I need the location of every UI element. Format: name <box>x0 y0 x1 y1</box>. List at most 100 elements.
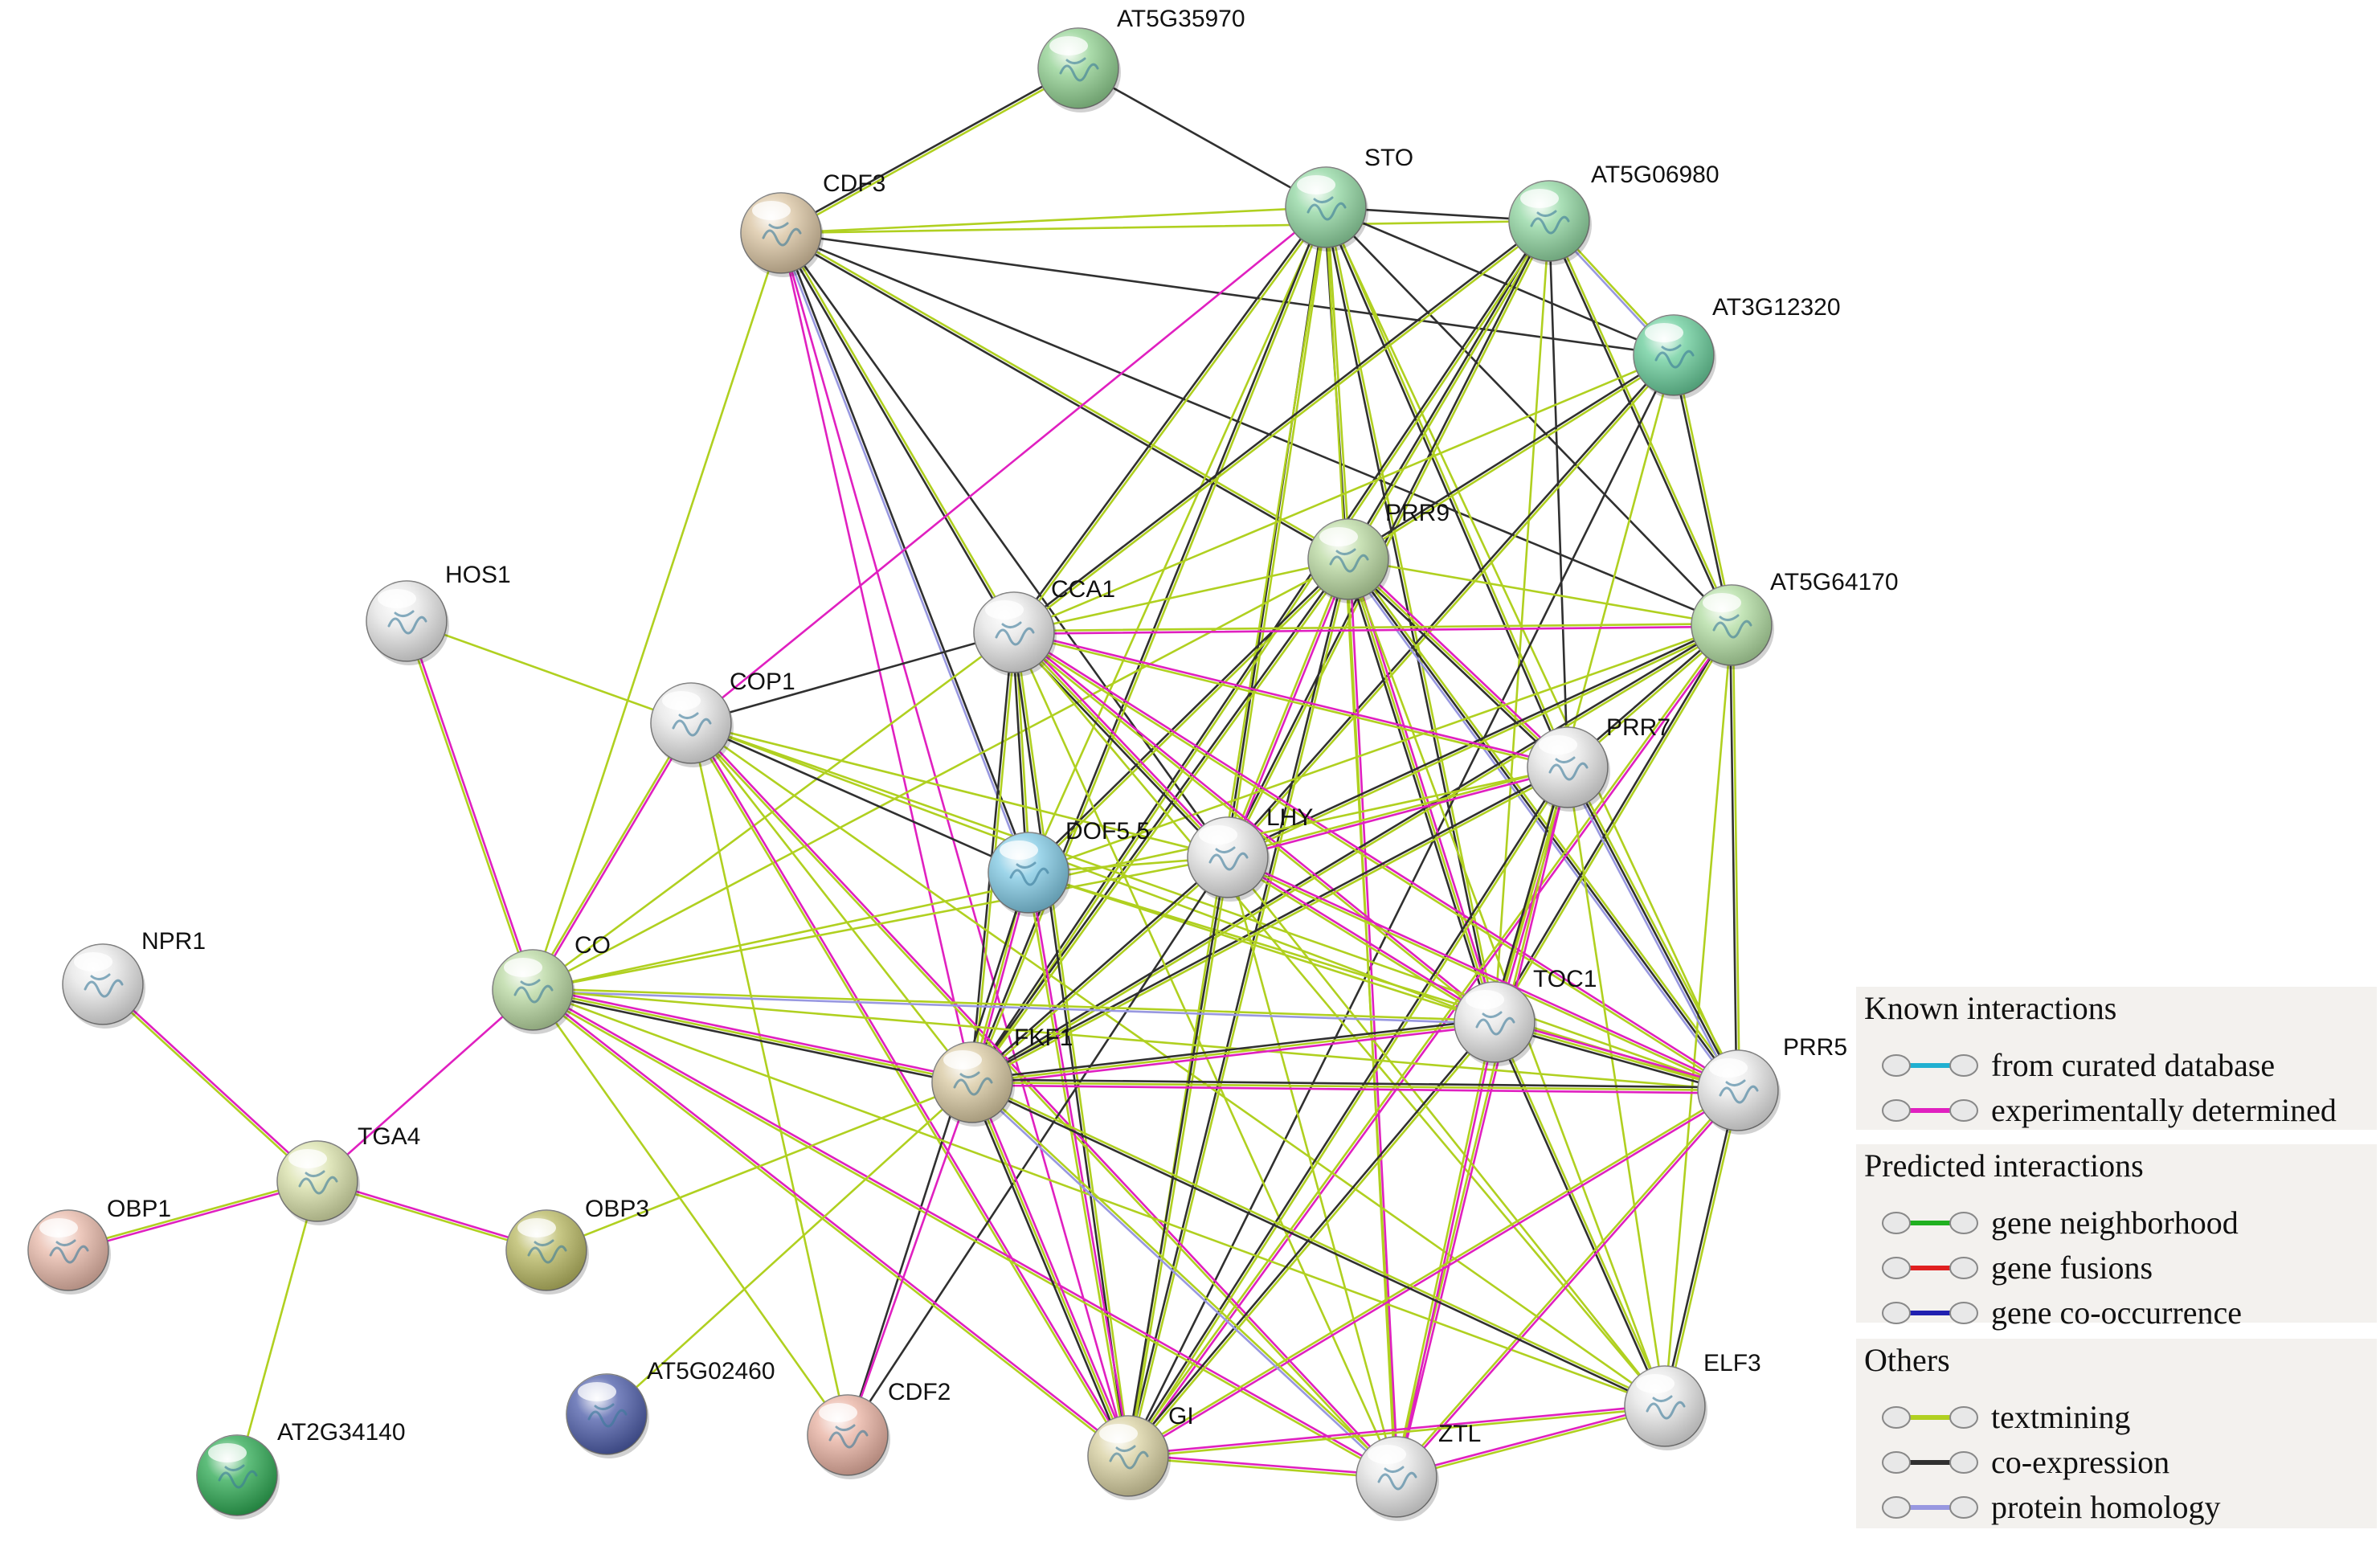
edge-AT5G64170-CCA1-experimental <box>1012 625 1733 636</box>
edge-LHY-ELF3-textmining <box>1226 856 1666 1408</box>
legend-item-label: protein homology <box>1991 1489 2221 1525</box>
edge-TGA4-AT2G34140-textmining <box>235 1180 319 1477</box>
protein-structure-icon <box>1329 548 1369 573</box>
edge-AT5G64170-TOC1-textmining <box>1495 624 1734 1025</box>
edge-AT5G35970-CDF3-textmining <box>780 68 1081 235</box>
edge-CCA1-LHY-textmining <box>1012 631 1229 859</box>
node-PRR9[interactable]: PRR9 <box>1307 500 1450 603</box>
node-label: CO <box>575 932 611 959</box>
legend-node-icon <box>1882 1099 1911 1122</box>
node-label: HOS1 <box>445 562 511 588</box>
edge-PRR9-PRR5-textmining <box>1349 556 1742 1090</box>
node-CCA1[interactable]: CCA1 <box>973 576 1115 677</box>
protein-structure-icon <box>1548 756 1589 781</box>
node-AT5G64170[interactable]: AT5G64170 <box>1691 569 1899 669</box>
node-STO[interactable]: STO <box>1285 145 1413 252</box>
legend-item: from curated database <box>1882 1047 2275 1083</box>
edge-COP1-CDF2-textmining <box>689 722 849 1437</box>
node-CO[interactable]: CO <box>492 932 611 1034</box>
edge-CDF3-DOF5.5-homology <box>778 232 1028 874</box>
protein-structure-icon <box>387 610 427 635</box>
node-DOF5.5[interactable]: DOF5.5 <box>988 818 1150 917</box>
node-label: GI <box>1168 1403 1194 1430</box>
node-CDF2[interactable]: CDF2 <box>807 1379 951 1479</box>
legend-node-icon <box>1949 1406 1978 1429</box>
node-ELF3[interactable]: ELF3 <box>1624 1350 1761 1450</box>
node-PRR5[interactable]: PRR5 <box>1697 1034 1847 1135</box>
node-CDF3[interactable]: CDF3 <box>740 170 885 277</box>
edge-AT5G06980-CCA1-coexpression <box>1012 219 1550 632</box>
edge-DOF5.5-CDF2-coexpression <box>846 871 1030 1437</box>
edge-AT3G12320-AT5G64170-textmining <box>1674 354 1735 626</box>
edge-PRR9-ZTL-textmining <box>1345 558 1397 1479</box>
edge-CCA1-GI-coexpression <box>1011 631 1128 1458</box>
node-AT3G12320[interactable]: AT3G12320 <box>1633 294 1841 399</box>
edge-FKF1-GI-textmining <box>971 1081 1130 1458</box>
protein-structure-icon <box>1719 1079 1759 1104</box>
node-LHY[interactable]: LHY <box>1187 804 1313 902</box>
node-GI[interactable]: GI <box>1087 1403 1194 1500</box>
edge-COP1-PRR5-textmining <box>689 722 1740 1092</box>
edge-DOF5.5-GI-textmining <box>1025 872 1128 1458</box>
node-NPR1[interactable]: NPR1 <box>62 928 206 1029</box>
node-TOC1[interactable]: TOC1 <box>1454 966 1597 1066</box>
edge-PRR9-LHY-experimental <box>1228 558 1351 859</box>
legend-item: experimentally determined <box>1882 1092 2337 1128</box>
node-AT5G06980[interactable]: AT5G06980 <box>1508 162 1720 265</box>
edge-STO-PRR7-textmining <box>1326 205 1570 768</box>
legend-group-title: Predicted interactions <box>1864 1147 2144 1184</box>
edge-LHY-ZTL-textmining <box>1226 856 1398 1479</box>
edge-CDF3-DOF5.5-coexpression <box>781 231 1031 873</box>
edge-DOF5.5-GI-experimental <box>1028 871 1131 1457</box>
protein-structure-icon <box>1307 196 1347 221</box>
node-COP1[interactable]: COP1 <box>650 669 795 767</box>
node-PRR7[interactable]: PRR7 <box>1527 714 1670 812</box>
edge-FKF1-ZTL-homology <box>970 1082 1397 1479</box>
legend-item-label: textmining <box>1991 1399 2130 1435</box>
protein-structure-icon <box>1475 1011 1515 1036</box>
edge-TOC1-PRR5-coexpression <box>1492 1024 1739 1094</box>
edge-ZTL-ELF3-textmining <box>1396 1406 1666 1479</box>
edge-TOC1-FKF1-textmining <box>971 1021 1496 1084</box>
protein-structure-icon <box>1654 344 1695 369</box>
edge-CCA1-TOC1-experimental <box>1013 630 1497 1022</box>
edge-PRR9-CO-textmining <box>531 558 1350 992</box>
edge-TOC1-PRR5-experimental <box>1494 1018 1740 1089</box>
legend-node-icon <box>1882 1451 1911 1474</box>
edge-LHY-TOC1-textmining <box>1225 857 1495 1025</box>
edge-AT3G12320-GI-coexpression <box>1127 354 1675 1458</box>
node-AT5G35970[interactable]: AT5G35970 <box>1037 6 1245 112</box>
node-label: OBP3 <box>585 1196 649 1222</box>
node-OBP3[interactable]: OBP3 <box>505 1196 649 1295</box>
edge-FKF1-GI-coexpression <box>968 1082 1127 1458</box>
edge-AT5G64170-GI-experimental <box>1128 624 1734 1458</box>
node-OBP1[interactable]: OBP1 <box>27 1196 171 1295</box>
edge-AT3G12320-LHY-coexpression <box>1225 353 1674 858</box>
legend-item-label: gene fusions <box>1991 1250 2153 1286</box>
edge-LHY-TOC1-experimental <box>1227 855 1497 1022</box>
node-ZTL[interactable]: ZTL <box>1356 1421 1481 1521</box>
edge-COP1-ZTL-experimental <box>690 721 1399 1478</box>
edge-PRR7-TOC1-coexpression <box>1491 765 1566 1023</box>
edge-PRR9-AT5G64170-textmining <box>1347 558 1733 627</box>
node-label: AT3G12320 <box>1712 294 1841 321</box>
node-FKF1[interactable]: FKF1 <box>931 1025 1073 1127</box>
edge-AT5G64170-DOF5.5-textmining <box>1027 624 1733 874</box>
edge-NPR1-TGA4-experimental <box>102 982 320 1181</box>
edge-PRR9-PRR7-coexpression <box>1345 560 1567 771</box>
protein-structure-icon <box>672 712 712 737</box>
protein-structure-icon <box>762 222 802 247</box>
edge-COP1-CO-textmining <box>530 721 691 991</box>
node-TGA4[interactable]: TGA4 <box>276 1123 420 1225</box>
edge-AT5G06980-FKF1-textmining <box>972 220 1552 1085</box>
edge-PRR9-GI-coexpression <box>1126 558 1348 1457</box>
node-HOS1[interactable]: HOS1 <box>366 562 511 665</box>
protein-structure-icon <box>298 1170 338 1195</box>
legend-item: co-expression <box>1882 1444 2169 1480</box>
node-AT2G34140[interactable]: AT2G34140 <box>196 1419 406 1520</box>
edge-CCA1-PRR5-experimental <box>1013 630 1740 1090</box>
legend-item: gene co-occurrence <box>1882 1295 2242 1331</box>
node-AT5G02460[interactable]: AT5G02460 <box>566 1358 775 1458</box>
